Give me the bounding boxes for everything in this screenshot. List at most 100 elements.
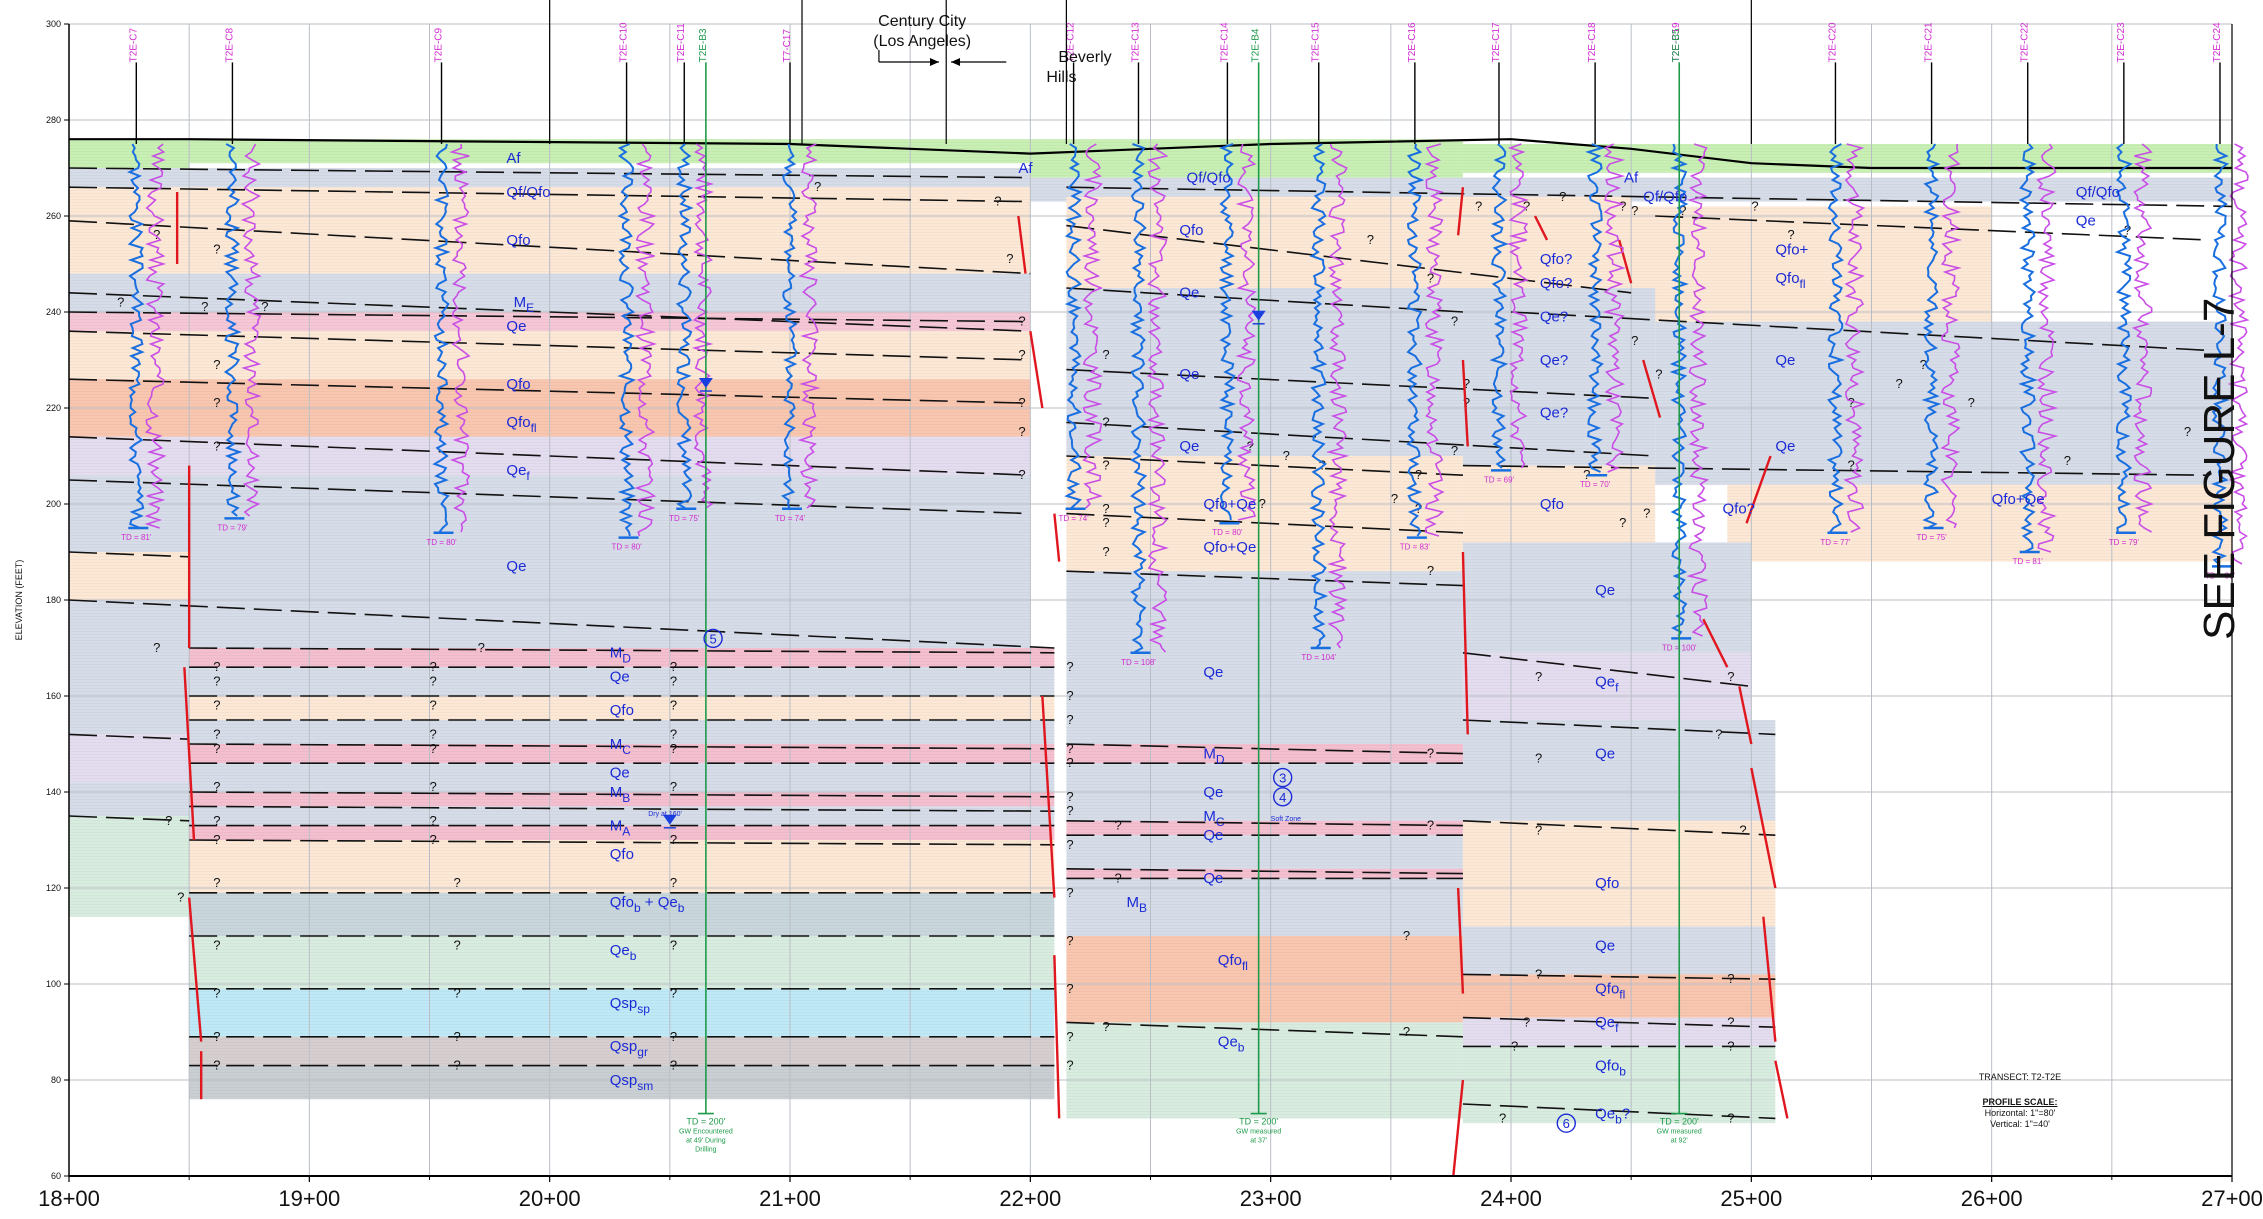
uncertain-contact-mark: ? <box>1475 198 1482 213</box>
unit-label: Qe <box>1775 352 1795 369</box>
uncertain-contact-mark: ? <box>1018 347 1025 362</box>
unit-label: Qfo <box>610 846 634 863</box>
uncertain-contact-mark: ? <box>1259 496 1266 511</box>
uncertain-contact-mark: ? <box>670 779 677 794</box>
unit-label: Qe <box>1203 827 1223 844</box>
uncertain-contact-mark: ? <box>1283 448 1290 463</box>
layer-texture <box>1066 936 1463 1023</box>
boring-id-label: T2E-C12 <box>1066 22 1077 62</box>
uncertain-contact-mark: ? <box>1583 467 1590 482</box>
fault-line <box>1017 215 1027 274</box>
layer-texture <box>1462 820 1776 927</box>
uncertain-contact-mark: ? <box>1102 1019 1109 1034</box>
uncertain-contact-mark: ? <box>213 726 220 741</box>
uncertain-contact-mark: ? <box>1018 467 1025 482</box>
callout-circle <box>703 628 723 649</box>
uncertain-contact-mark: ? <box>213 1029 220 1044</box>
uncertain-contact-mark: ? <box>670 698 677 713</box>
layer-texture <box>1066 868 1463 879</box>
boring-id-label: T2E-C17 <box>1491 22 1502 62</box>
contact-line <box>1462 652 1752 688</box>
uncertain-contact-mark: ? <box>994 194 1001 209</box>
gamma-log-trace <box>1669 143 1689 637</box>
resistivity-log-trace <box>449 143 471 533</box>
uncertain-contact-mark: ? <box>153 640 160 655</box>
groundwater-marker-icon <box>698 378 713 388</box>
uncertain-contact-mark: ? <box>1247 438 1254 453</box>
uncertain-contact-mark: ? <box>454 875 461 890</box>
contact-line <box>1066 455 1463 476</box>
fault-line <box>1452 1079 1465 1177</box>
scale-box: TRANSECT: T2-T2E PROFILE SCALE: Horizont… <box>1950 1072 2090 1130</box>
boring-id-label: T2E-C21 <box>1924 22 1935 62</box>
unit-label: Qfo <box>1179 222 1203 239</box>
boring-td-label: TD = 70' <box>1580 480 1611 489</box>
uncertain-contact-mark: ? <box>1847 395 1854 410</box>
uncertain-contact-mark: ? <box>1727 669 1734 684</box>
resistivity-log-trace <box>1235 143 1257 521</box>
groundwater-marker-icon <box>662 814 677 825</box>
contact-line <box>1066 868 1463 875</box>
uncertain-contact-mark: ? <box>1066 659 1073 674</box>
marker-bed-label: MA <box>610 817 631 838</box>
uncertain-contact-mark: ? <box>1066 789 1073 804</box>
boring-id-label: T2E-C9 <box>434 28 445 63</box>
unit-label: Qef <box>1595 1014 1619 1035</box>
uncertain-contact-mark: ? <box>213 357 220 372</box>
contact-line <box>68 479 1031 515</box>
contact-line <box>68 815 190 822</box>
layer-texture <box>1066 1022 1463 1119</box>
uncertain-contact-mark: ? <box>177 890 184 905</box>
fault-line <box>1738 686 1753 745</box>
contact-line <box>189 805 1055 812</box>
unit-label: Qef <box>506 462 530 483</box>
marker-bed-label: MB <box>1126 894 1147 915</box>
gamma-log-trace <box>2114 143 2133 533</box>
uncertain-contact-mark: ? <box>153 227 160 242</box>
layer-texture <box>69 139 190 168</box>
uncertain-contact-mark: ? <box>1114 818 1121 833</box>
callout-number: 5 <box>709 631 716 646</box>
uncertain-contact-mark: ? <box>1018 424 1025 439</box>
gamma-log-trace <box>127 143 145 529</box>
boring-td-label: TD = 79' <box>2109 538 2140 547</box>
unit-label: Qfo+ <box>1775 241 1808 258</box>
uncertain-contact-mark: ? <box>1102 347 1109 362</box>
contact-line <box>68 167 1031 179</box>
callout-number: 3 <box>1279 771 1286 786</box>
fault-line <box>1762 916 1777 1042</box>
unit-label: Qe <box>610 765 630 782</box>
uncertain-contact-mark: ? <box>670 875 677 890</box>
uncertain-contact-mark: ? <box>1643 506 1650 521</box>
gamma-log-trace <box>1406 143 1425 537</box>
contact-line <box>189 839 1055 846</box>
uncertain-contact-mark: ? <box>478 640 485 655</box>
deep-boring-id-label: T2E-B4 <box>1251 28 1262 62</box>
unit-label: Qf/Qfo <box>1643 189 1687 206</box>
horizontal-scale: Horizontal: 1"=80' <box>1984 1108 2056 1118</box>
see-figure-label: SEE FIGURE L-7 <box>2195 297 2244 640</box>
groundwater-marker-icon <box>1251 310 1266 321</box>
unit-label: Qfo? <box>1722 501 1755 518</box>
uncertain-contact-mark: ? <box>1066 712 1073 727</box>
unit-label: Qfofl <box>506 414 536 435</box>
uncertain-contact-mark: ? <box>1463 395 1470 410</box>
deep-boring-note: GW Encountered <box>679 1129 733 1136</box>
fault-line <box>1774 1060 1789 1119</box>
boring-td-label: TD = 77' <box>1820 538 1851 547</box>
boring-td-label: TD = 74' <box>775 514 806 523</box>
layer-texture <box>189 806 1055 826</box>
unit-label: Qfo <box>1540 496 1564 513</box>
y-tick-label: 200 <box>46 499 61 509</box>
deep-boring-id-label: T2E-B5 <box>1671 28 1682 62</box>
x-tick-label: 22+00 <box>999 1186 1061 1211</box>
uncertain-contact-mark: ? <box>1427 563 1434 578</box>
gamma-log-trace <box>1129 143 1148 653</box>
uncertain-contact-mark: ? <box>1403 928 1410 943</box>
unit-label: Qe <box>1203 870 1223 887</box>
layer-texture <box>1462 974 1776 1018</box>
uncertain-contact-mark: ? <box>165 813 172 828</box>
fault-line <box>1702 618 1729 668</box>
